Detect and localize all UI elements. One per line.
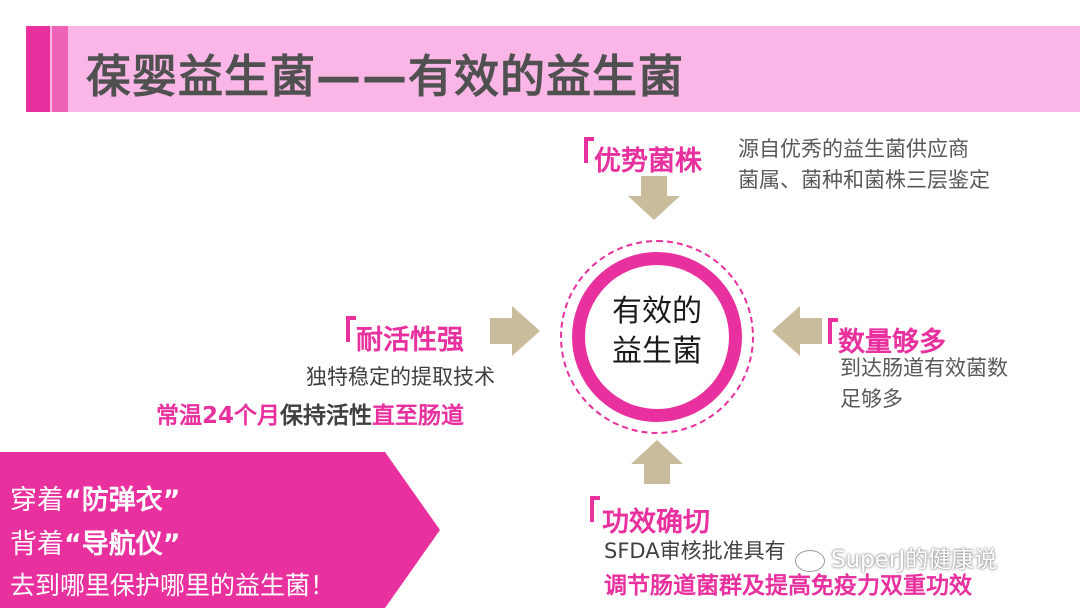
banner-line-1: 穿着“防弹衣” — [10, 478, 181, 517]
banner-line-2: 背着“导航仪” — [10, 522, 181, 561]
right-line-1: 到达肠道有效菌数 — [840, 356, 1008, 380]
right-heading: 数量够多 — [838, 327, 946, 358]
left-heading: 耐活性强 — [356, 325, 464, 356]
banner-line-1-b: “防弹衣” — [64, 485, 181, 516]
banner-line-2-b: “导航仪” — [64, 529, 181, 560]
banner-line-3: 去到哪里保护哪里的益生菌！ — [10, 571, 336, 600]
bottom-line-1: SFDA审核批准具有 — [604, 539, 786, 563]
title-accent-stripe-light — [52, 26, 68, 112]
top-heading: 优势菌株 — [594, 146, 702, 177]
wechat-icon — [795, 549, 825, 572]
arrow-up-icon — [631, 440, 683, 484]
left-line-2: 常温24个月保持活性直至肠道 — [156, 396, 464, 430]
right-line-2: 足够多 — [840, 387, 903, 411]
arrow-right-icon — [490, 306, 540, 356]
arrow-down-icon — [628, 176, 680, 220]
left-line-2-a: 常温24个月 — [156, 403, 281, 429]
left-bracket — [346, 316, 356, 342]
top-line-1: 源自优秀的益生菌供应商 — [738, 137, 969, 161]
title-accent-stripe — [26, 26, 50, 112]
bottom-heading: 功效确切 — [602, 507, 710, 538]
bottom-bracket — [590, 496, 600, 522]
banner-line-2-a: 背着 — [10, 529, 64, 560]
center-dashed-ring — [560, 240, 754, 434]
right-bracket — [828, 318, 838, 344]
page-title: 葆婴益生菌——有效的益生菌 — [86, 50, 685, 103]
arrow-left-icon — [772, 306, 822, 356]
left-line-2-b: 保持活性 — [280, 403, 373, 429]
top-bracket — [584, 137, 594, 163]
banner-line-1-a: 穿着 — [10, 485, 64, 516]
left-line-1: 独特稳定的提取技术 — [306, 365, 495, 389]
watermark: SuperJ的健康说 — [795, 540, 997, 574]
top-line-2: 菌属、菌种和菌株三层鉴定 — [738, 168, 990, 192]
center-label: 有效的 益生菌 — [572, 292, 742, 372]
center-line-1: 有效的 — [612, 294, 702, 329]
banner-shape — [0, 452, 440, 608]
title-bar — [26, 26, 1080, 112]
bottom-line-2: 调节肠道菌群及提高免疫力双重功效 — [604, 573, 972, 599]
left-line-2-c: 直至肠道 — [372, 403, 465, 429]
watermark-text: SuperJ的健康说 — [831, 547, 998, 573]
center-line-2: 益生菌 — [612, 334, 702, 369]
